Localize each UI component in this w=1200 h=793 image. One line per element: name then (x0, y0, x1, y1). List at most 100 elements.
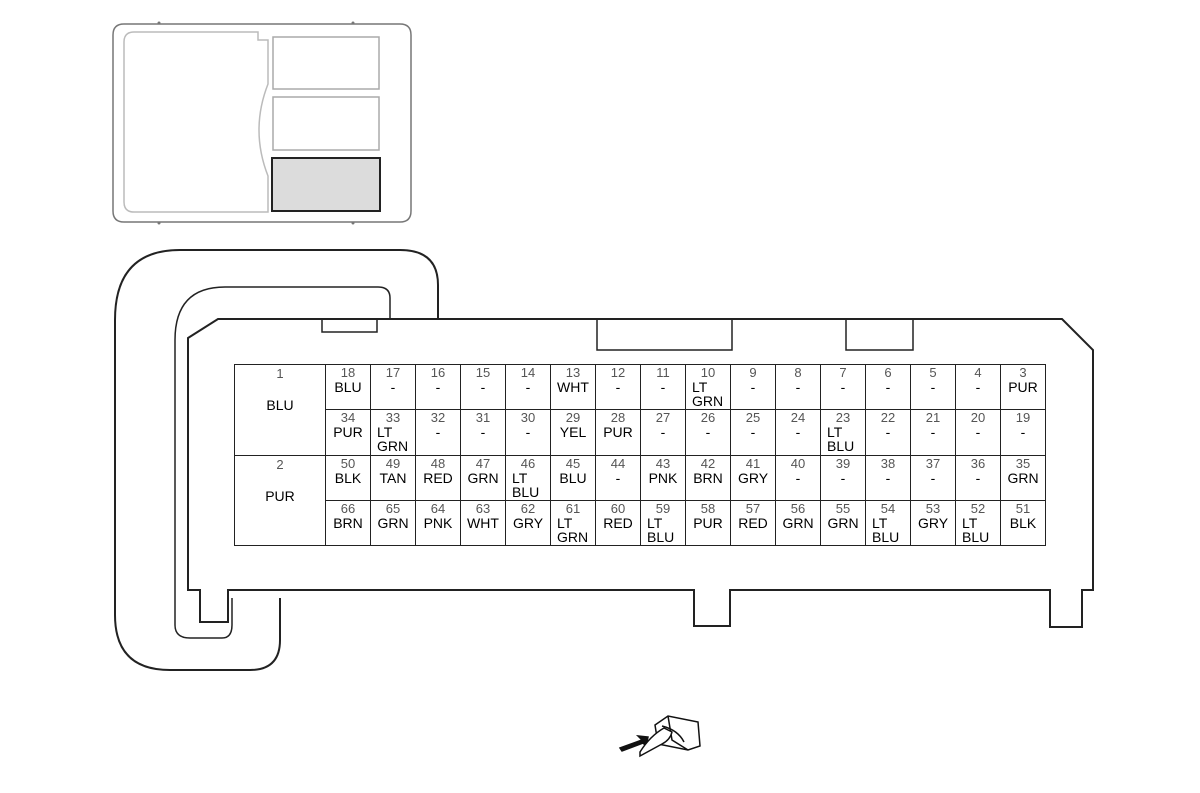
pin-number: 12 (610, 365, 626, 380)
wire-color: PUR (603, 424, 633, 441)
wire-color: - (795, 424, 801, 441)
pin-cell-20: 20- (955, 409, 1001, 456)
wire-color: - (885, 424, 891, 441)
wire-color: GRY (917, 514, 949, 531)
wire-color: PUR (693, 514, 723, 531)
pin-number: 65 (385, 500, 401, 516)
pin-number: 51 (1015, 500, 1031, 516)
pin-number: 9 (749, 365, 757, 380)
wire-color: - (975, 379, 981, 395)
wire-color: RED (738, 514, 768, 531)
pin-number: 7 (839, 365, 847, 380)
pin-cell-24: 24- (775, 409, 821, 456)
pin-number: 58 (700, 500, 716, 516)
pin-number: 66 (340, 500, 356, 516)
pin-number: 52 (970, 500, 986, 516)
pin-number: 59 (655, 500, 671, 516)
wire-color: - (795, 469, 801, 486)
pin-cell-5: 5- (910, 364, 956, 411)
pin-number: 37 (925, 455, 941, 471)
pin-number: 6 (884, 365, 892, 380)
pin-number: 61 (565, 500, 581, 516)
wire-color: BLU (266, 397, 294, 413)
pin-number: 41 (745, 455, 761, 471)
wire-color: - (975, 424, 981, 441)
wire-color: - (840, 379, 846, 395)
pin-number: 36 (970, 455, 986, 471)
pin-number: 18 (340, 365, 356, 380)
wire-color: - (435, 424, 441, 441)
wire-color: PNK (423, 514, 453, 531)
pin-number: 15 (475, 365, 491, 380)
pin-number: 21 (925, 410, 941, 426)
wire-color: - (480, 379, 486, 395)
pin-number: 22 (880, 410, 896, 426)
pin-number: 19 (1015, 410, 1031, 426)
pin-cell-26: 26- (685, 409, 731, 456)
pin-cell-37: 37- (910, 454, 956, 501)
wire-color: GRN (377, 514, 409, 531)
wire-color: - (660, 424, 666, 441)
pin-number: 39 (835, 455, 851, 471)
wire-color: - (1020, 424, 1026, 441)
wire-color: - (435, 379, 441, 395)
pin-number: 20 (970, 410, 986, 426)
pin-cell-4: 4- (955, 364, 1001, 411)
wire-color: GRY (512, 514, 544, 531)
terminal-side-view-icon (618, 715, 701, 758)
wire-color: GRN (1007, 469, 1039, 486)
wire-color: - (525, 379, 531, 395)
wire-color: GRN (467, 469, 499, 486)
pin-cell-19: 19- (1000, 409, 1046, 456)
pin-number: 55 (835, 500, 851, 516)
wire-color: - (795, 379, 801, 395)
wire-color: GRN (782, 514, 814, 531)
wire-color: TAN (379, 469, 407, 486)
pin-cell-44: 44- (595, 454, 641, 501)
wire-color: RED (423, 469, 453, 486)
pin-cell-36: 36- (955, 454, 1001, 501)
pin-number: 48 (430, 455, 446, 471)
wire-color: - (615, 469, 621, 486)
pin-number: 10 (700, 365, 716, 380)
pin-number: 4 (974, 365, 982, 380)
wire-color: BRN (693, 469, 723, 486)
wire-color: - (615, 379, 621, 395)
pin-number: 38 (880, 455, 896, 471)
wire-color: - (840, 469, 846, 486)
component-location-icon (112, 21, 412, 225)
pin-number: 57 (745, 500, 761, 516)
wire-color: - (750, 379, 756, 395)
pin-cell-11: 11- (640, 364, 686, 411)
pin-cell-40: 40- (775, 454, 821, 501)
wire-color: - (975, 469, 981, 486)
wire-color: PUR (333, 424, 363, 441)
pin-number: 56 (790, 500, 806, 516)
wire-color: WHT (557, 379, 589, 395)
pin-cell-32: 32- (415, 409, 461, 456)
